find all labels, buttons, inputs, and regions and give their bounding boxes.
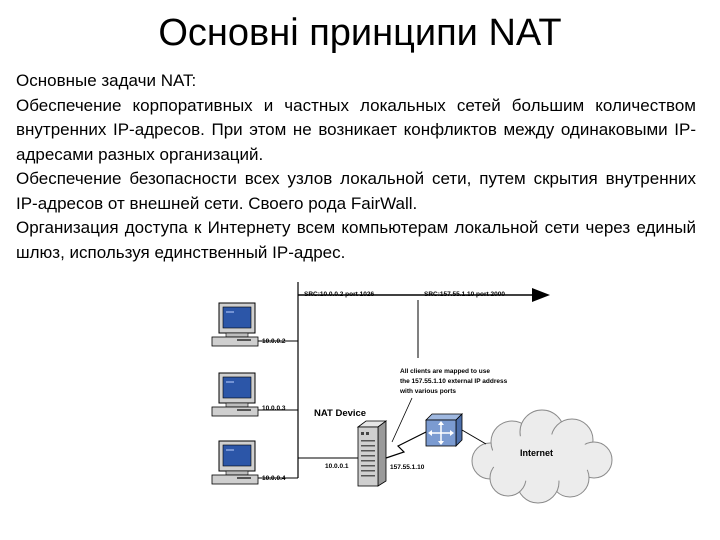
- note-pointer-line: [392, 398, 412, 442]
- src-internal-label: SRC:10.0.0.2 port 1026: [304, 291, 374, 298]
- mapping-note-line-3: with various ports: [399, 388, 456, 395]
- nat-inner-ip: 10.0.0.1: [325, 463, 349, 470]
- router-icon: [426, 414, 462, 446]
- mapping-note-line-2: the 157.55.1.10 external IP address: [400, 378, 508, 385]
- nat-outer-ip: 157.55.1.10: [390, 464, 425, 471]
- src-external-label: SRC:157.55.1.10 port 2000: [424, 291, 505, 298]
- computer-3-ip: 10.0.0.4: [262, 475, 286, 482]
- computer-2-ip: 10.0.0.3: [262, 405, 286, 412]
- wan-link-line: [386, 432, 426, 458]
- nat-device-label: NAT Device: [314, 408, 366, 419]
- computer-1-ip: 10.0.0.2: [262, 338, 286, 345]
- internet-label: Internet: [520, 448, 553, 458]
- router-to-internet-line: [462, 430, 486, 444]
- mapping-note-line-1: All clients are mapped to use: [400, 368, 490, 375]
- nat-device: [358, 421, 386, 486]
